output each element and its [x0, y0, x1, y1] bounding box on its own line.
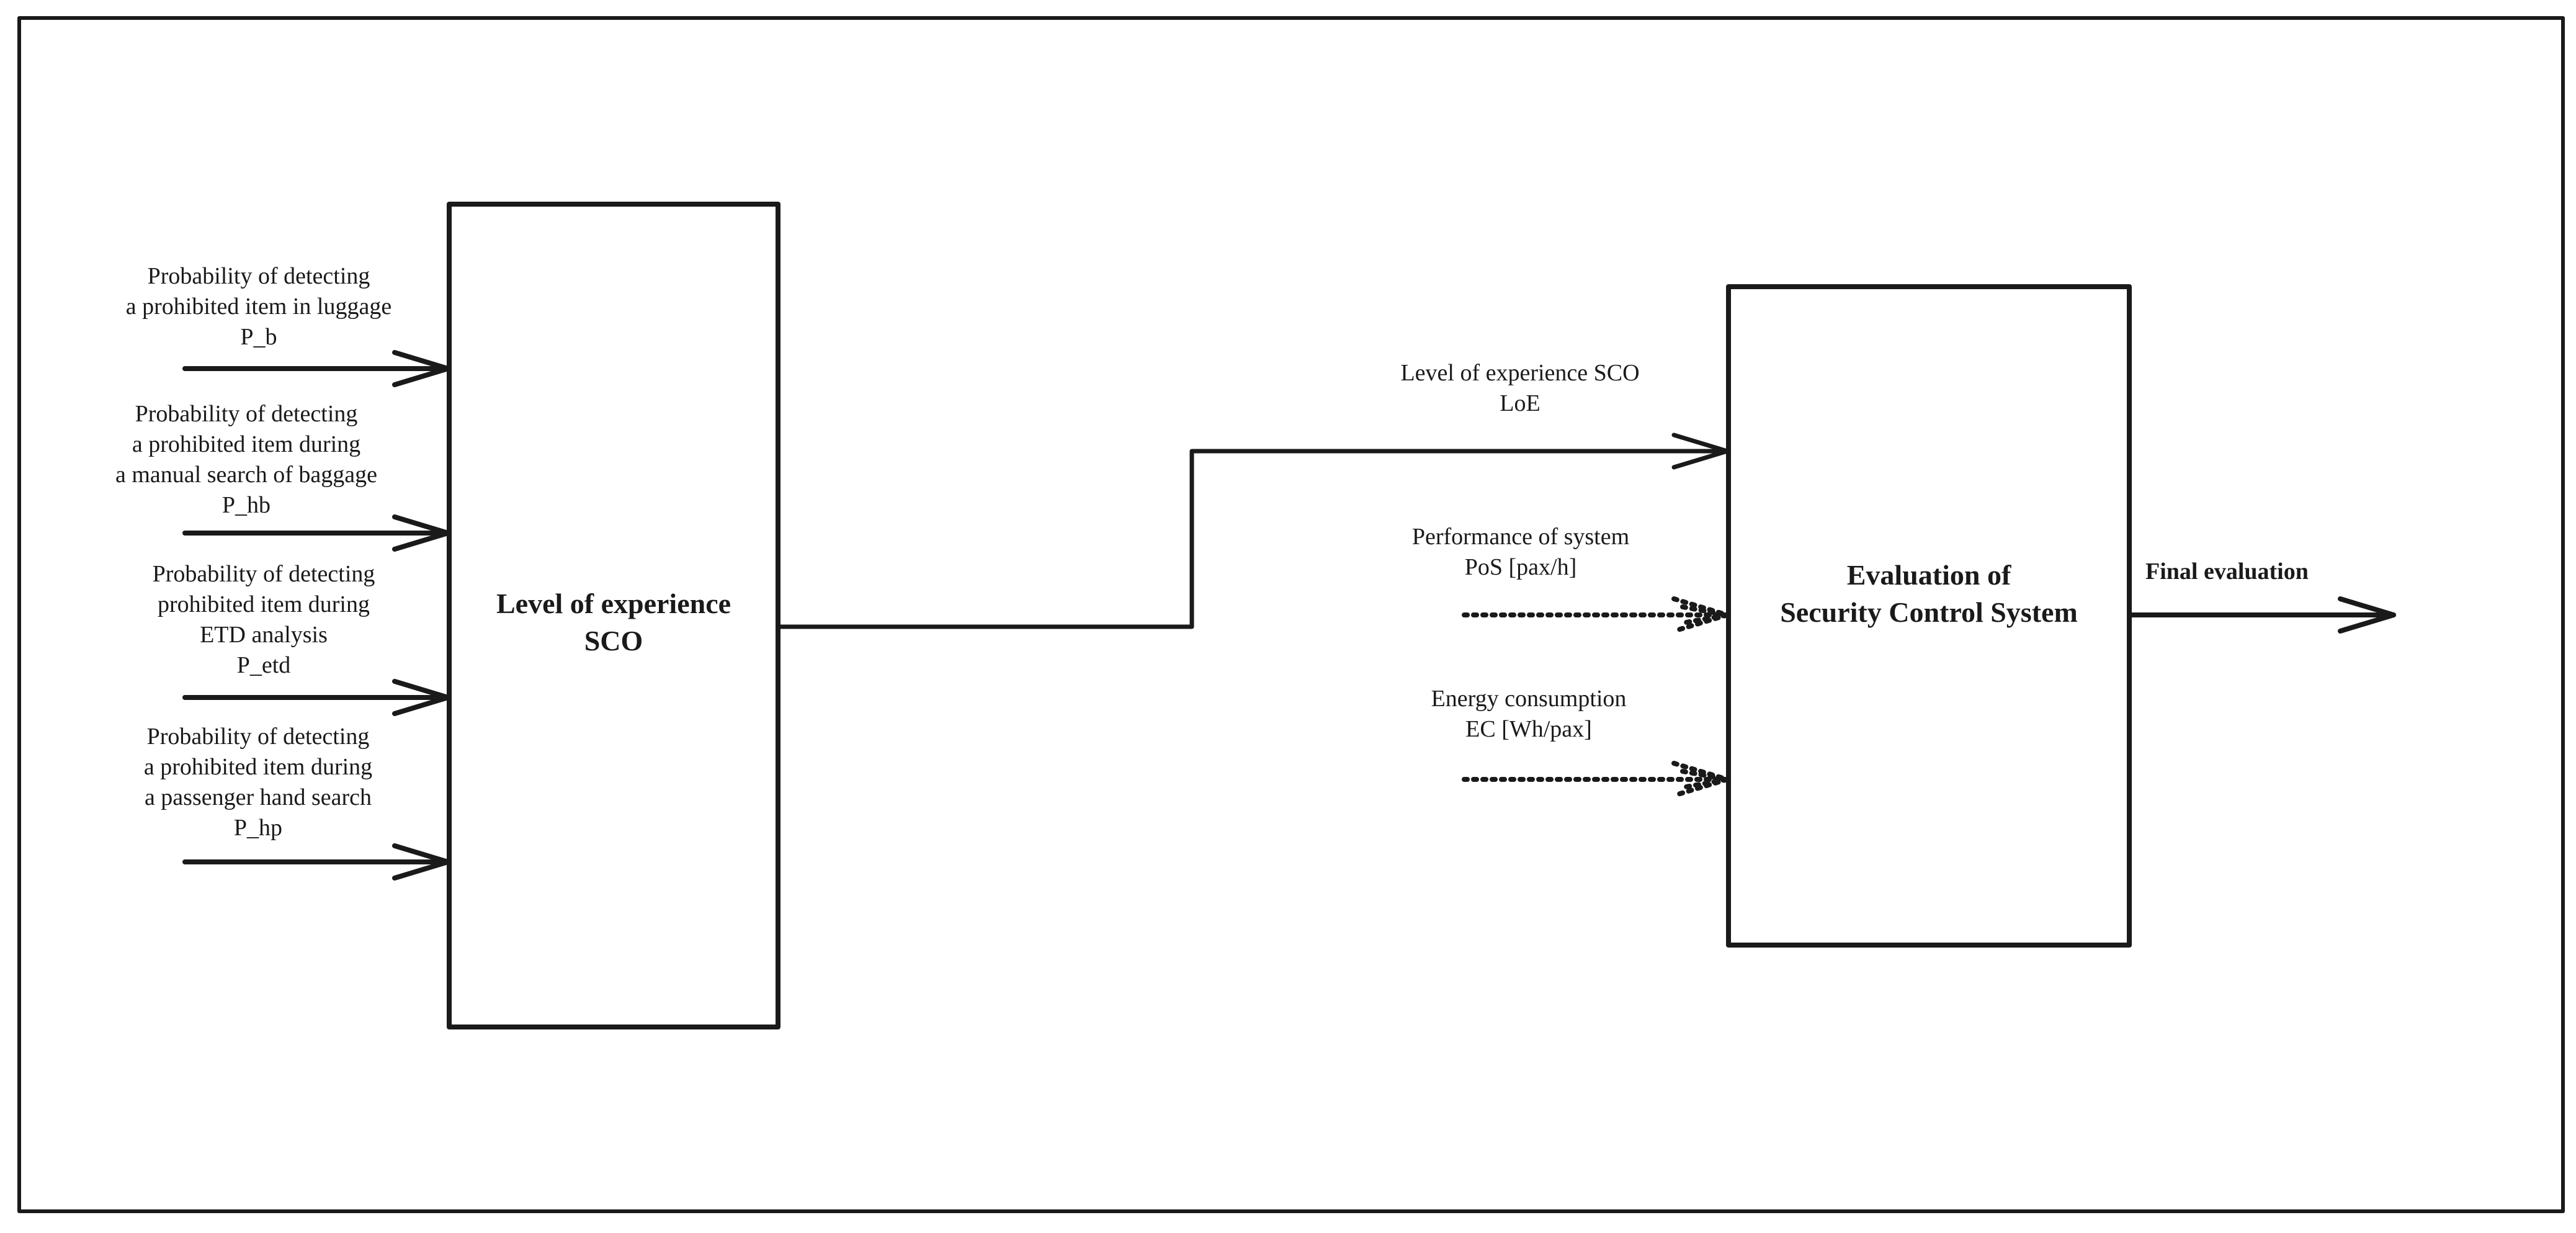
- ec-input-label: Energy consumption EC [Wh/pax]: [1431, 686, 1627, 742]
- level-of-experience-box: [447, 202, 780, 1029]
- loe-connector-arrow: [776, 433, 1730, 629]
- input-arrow-p-b: [182, 350, 450, 387]
- ec-dotted-arrow: [1462, 761, 1730, 798]
- input-label-p-etd: Probability of detecting prohibited item…: [152, 561, 375, 678]
- loe-link-label: Level of experience SCO LoE: [1400, 360, 1640, 416]
- input-arrow-p-hp: [182, 843, 450, 881]
- diagram-frame: [17, 16, 2565, 1213]
- final-evaluation-label: Final evaluation: [2145, 558, 2309, 585]
- final-evaluation-arrow: [2127, 596, 2396, 634]
- pos-dotted-arrow: [1462, 596, 1730, 634]
- input-arrow-p-hb: [182, 514, 450, 552]
- input-label-p-hp: Probability of detecting a prohibited it…: [143, 724, 373, 841]
- input-arrow-p-etd: [182, 679, 450, 716]
- level-of-experience-box-label: Level of experience SCO: [496, 588, 731, 657]
- input-label-p-hb: Probability of detecting a prohibited it…: [115, 401, 377, 518]
- evaluation-box-label: Evaluation of Security Control System: [1780, 559, 2078, 628]
- pos-input-label: Performance of system PoS [pax/h]: [1411, 524, 1630, 580]
- input-label-p-b: Probability of detecting a prohibited it…: [125, 263, 392, 350]
